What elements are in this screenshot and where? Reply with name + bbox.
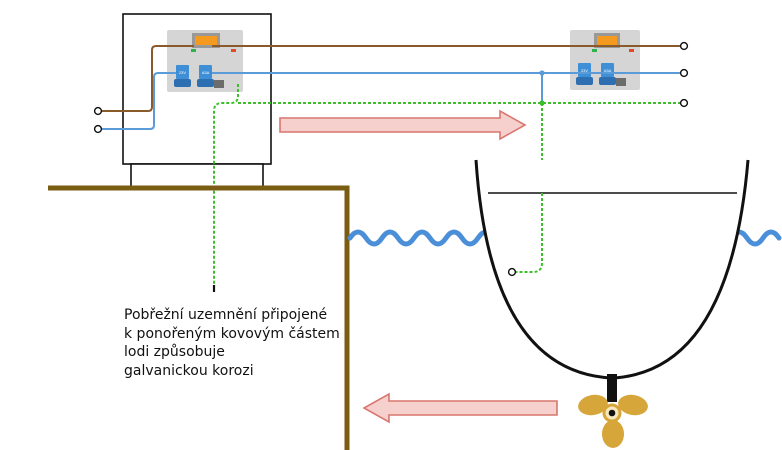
ground-junction [539,100,545,106]
neutral-junction [539,70,545,76]
boat-left-breaker-label: 23V [581,68,588,73]
shore-right-breaker-label: A3A [202,70,210,75]
neutral-wire [100,72,680,130]
boat-hull [474,159,750,402]
hull-ground-terminal [507,267,517,277]
shore-pedestal-base [130,163,264,189]
water-left [347,229,497,247]
caption-line-4: galvanickou korozi [124,362,254,379]
boat-electrical-panel: 23V A3A [570,30,640,90]
shore-left-breaker-label: 23V [179,70,186,75]
caption-line-2: k ponořeným kovovým částem [124,325,340,342]
boat-terminal-ground [679,98,689,108]
arrow-left-icon [362,392,558,424]
ground-wire-hull-segment [512,193,543,273]
propeller-icon [578,394,648,448]
live-wire [100,45,680,112]
boat-right-breaker-label: A3A [604,68,612,73]
shore-electrical-panel: 23V A3A [167,30,243,92]
caption-line-3: lodi způsobuje [124,344,225,360]
caption-line-1: Pobřežní uzemnění připojené [124,307,328,323]
boat-terminal-live [679,41,689,51]
propeller-shaft [607,374,617,402]
shore-terminal-live [93,106,103,116]
dock [48,185,350,450]
terminals [93,41,689,134]
arrow-right-icon [279,109,527,141]
diagram-caption: Pobřežní uzemnění připojené k ponořeným … [124,306,340,380]
shore-terminal-neutral [93,124,103,134]
boat-terminal-neutral [679,68,689,78]
